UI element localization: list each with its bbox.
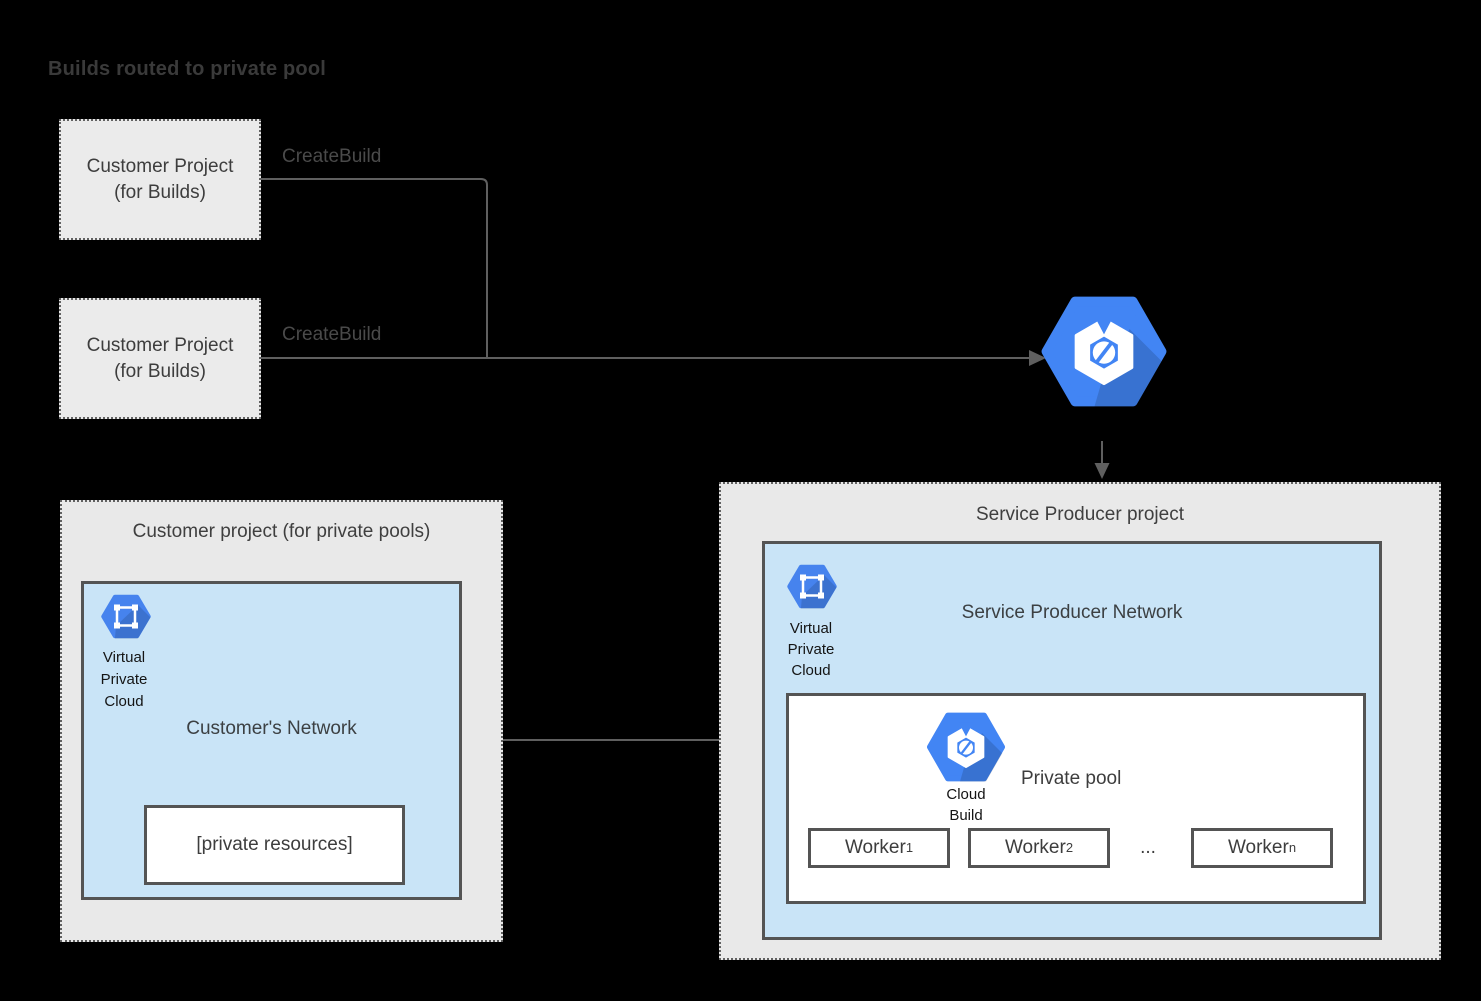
vpc-label-line: Cloud [104,693,144,710]
private-resources-box: [private resources] [144,805,405,885]
service-producer-project-title: Service Producer project [975,504,1185,525]
node-label-line: (for Builds) [114,360,206,382]
vpc-label-line: Virtual [102,649,146,666]
customer-network-title: Customer's Network [186,718,357,739]
virtual-private-cloud-icon [787,564,837,609]
cloud-build-label: Cloud Build [916,784,1016,826]
vpc-label: Virtual Private Cloud [84,647,164,713]
node-label-line: Customer Project [86,334,234,356]
service-producer-network-box: Virtual Private Cloud Service Producer N… [762,541,1382,940]
cloud-build-icon [1041,296,1168,407]
vpc-label-line: Virtual [789,620,833,637]
customer-pool-project-box: Customer project (for private pools) Vir… [60,500,503,942]
private-pool-title: Private pool [1021,768,1122,789]
virtual-private-cloud-icon [101,594,151,639]
worker-label: Worker [844,837,906,858]
vpc-label: Virtual Private Cloud [771,618,851,681]
customer-project-builds-box-1: Customer Project (for Builds) [59,119,261,240]
down-arrowhead-icon [1094,463,1110,479]
node-label-line: Customer Project [86,155,234,177]
cloud-build-label-line: Build [949,807,983,824]
worker-ellipsis: ... [1140,837,1156,858]
vpc-label-line: Private [100,671,148,688]
diagram-title: Builds routed to private pool [48,58,327,80]
vpc-label-line: Cloud [791,662,831,679]
service-producer-network-title: Service Producer Network [961,602,1183,623]
createbuild-label-1: CreateBuild [282,146,382,167]
cloud-build-label-line: Cloud [946,786,986,803]
node-label-line: (for Builds) [114,181,206,203]
service-producer-project-box: Service Producer project Virtual Private… [719,482,1441,960]
customer-pool-project-title: Customer project (for private pools) [132,521,431,542]
cloud-build-icon [927,712,1006,782]
createbuild-label-2: CreateBuild [282,324,382,345]
customer-network-box: Virtual Private Cloud Customer's Network… [81,581,462,900]
private-resources-label: [private resources] [196,834,353,855]
customer-project-builds-box-2: Customer Project (for Builds) [59,298,261,419]
worker-label: Worker [1004,837,1066,858]
worker-label: Worker [1227,837,1289,858]
vpc-label-line: Private [787,641,835,658]
